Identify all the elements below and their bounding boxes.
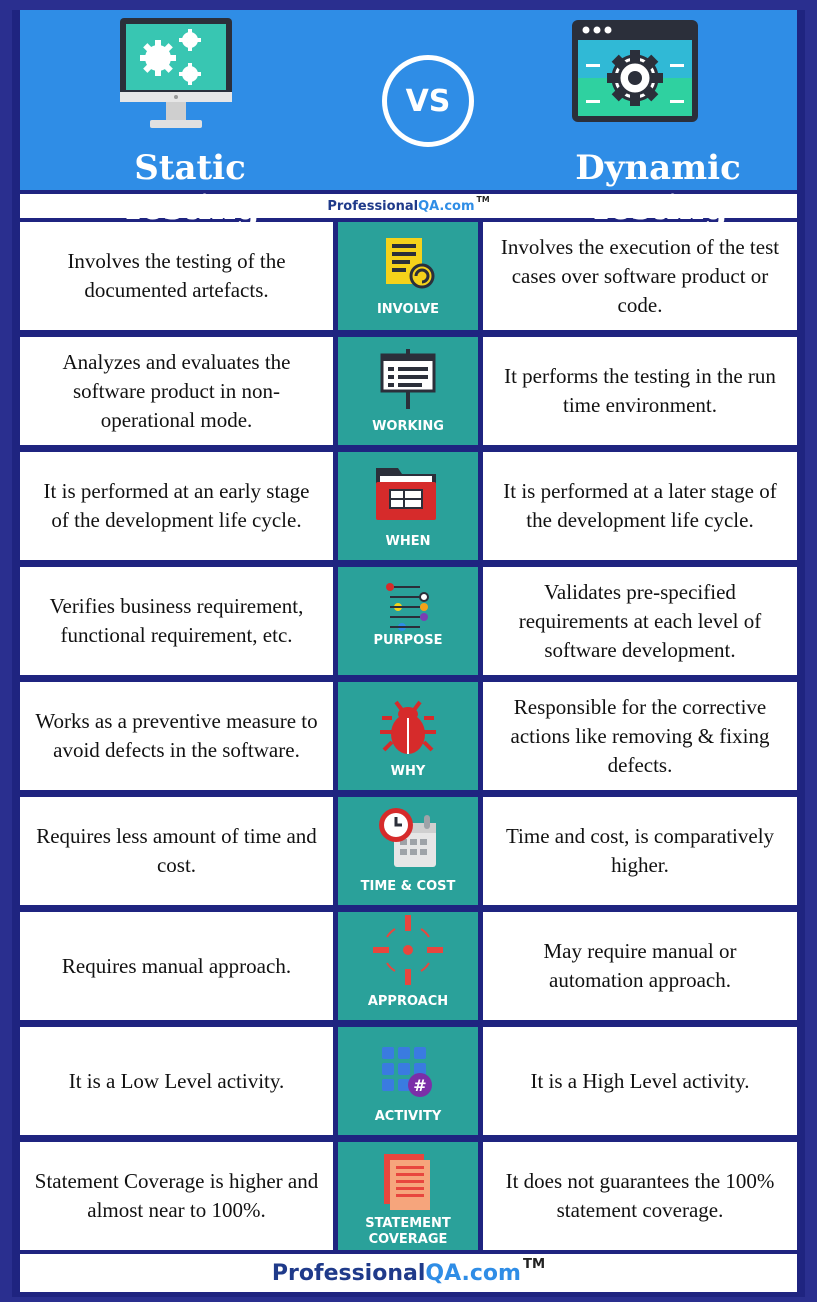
clock-calendar-icon (379, 808, 436, 867)
presentation-board-icon (380, 349, 436, 409)
criteria-label: ACTIVITY (374, 1109, 442, 1124)
static-description: Involves the testing of the documented a… (20, 222, 333, 330)
comparison-row-statement-coverage: Statement Coverage is higher and almost … (20, 1142, 797, 1250)
brand-name-part1: Professional (327, 198, 419, 214)
static-description: It is a Low Level activity. (20, 1027, 333, 1135)
criteria-cell: WHY (338, 682, 478, 790)
criteria-label-line1: STATEMENT (365, 1216, 451, 1231)
dynamic-description: Involves the execution of the test cases… (483, 222, 797, 330)
criteria-cell: STATEMENT COVERAGE (338, 1142, 478, 1250)
comparison-row-time-cost: Requires less amount of time and cost. T… (20, 797, 797, 905)
dynamic-description: It does not guarantees the 100% statemen… (483, 1142, 797, 1250)
brand-name-part1: Professional (271, 1260, 426, 1286)
bug-icon (380, 700, 436, 754)
criteria-cell: INVOLVE (338, 222, 478, 330)
vs-badge: VS (382, 55, 474, 147)
criteria-cell: # ACTIVITY (338, 1027, 478, 1135)
header-banner: VS Static Testing Dynamic Testing (20, 10, 797, 228)
criteria-label: WHY (390, 764, 426, 779)
criteria-cell: WORKING (338, 337, 478, 445)
report-icon (384, 1154, 430, 1210)
static-description: Analyzes and evaluates the software prod… (20, 337, 333, 445)
criteria-label: APPROACH (367, 994, 449, 1009)
dynamic-description: It performs the testing in the run time … (483, 337, 797, 445)
dynamic-description: It is a High Level activity. (483, 1027, 797, 1135)
document-refresh-icon (386, 238, 435, 289)
dynamic-description: Responsible for the corrective actions l… (483, 682, 797, 790)
brand-tm: TM (476, 194, 490, 204)
dynamic-description: May require manual or automation approac… (483, 912, 797, 1020)
brand-tm: TM (522, 1256, 546, 1272)
dynamic-description: Time and cost, is comparatively higher. (483, 797, 797, 905)
monitor-gears-icon (120, 18, 232, 128)
static-description: Statement Coverage is higher and almost … (20, 1142, 333, 1250)
criteria-cell: APPROACH (338, 912, 478, 1020)
comparison-row-approach: Requires manual approach. APPROACH May r… (20, 912, 797, 1020)
comparison-row-activity: It is a Low Level activity. # ACTIVITY I… (20, 1027, 797, 1135)
comparison-row-involve: Involves the testing of the documented a… (20, 222, 797, 330)
comparison-row-purpose: Verifies business requirement, functiona… (20, 567, 797, 675)
criteria-label-line2: COVERAGE (368, 1232, 448, 1247)
criteria-cell: TIME & COST (338, 797, 478, 905)
static-description: Works as a preventive measure to avoid d… (20, 682, 333, 790)
brand-name-part2: QA.com (425, 1260, 521, 1286)
grid-hashtag-icon: # (382, 1047, 432, 1097)
comparison-row-why: Works as a preventive measure to avoid d… (20, 682, 797, 790)
criteria-cell: PURPOSE (338, 567, 478, 675)
browser-gear-icon (572, 20, 698, 122)
criteria-label: WHEN (385, 534, 431, 549)
flow-list-icon (386, 583, 429, 631)
criteria-label: INVOLVE (376, 302, 440, 317)
criteria-label: TIME & COST (360, 879, 456, 894)
crosshair-icon (373, 915, 443, 985)
comparison-row-when: It is performed at an early stage of the… (20, 452, 797, 560)
dynamic-description: It is performed at a later stage of the … (483, 452, 797, 560)
static-description: It is performed at an early stage of the… (20, 452, 333, 560)
folder-icon (376, 468, 436, 520)
dynamic-description: Validates pre-specified requirements at … (483, 567, 797, 675)
static-description: Requires less amount of time and cost. (20, 797, 333, 905)
brand-name-part2: QA.com (418, 198, 475, 214)
static-description: Requires manual approach. (20, 912, 333, 1020)
criteria-label: WORKING (372, 419, 444, 434)
svg-text:#: # (413, 1076, 426, 1095)
criteria-label: PURPOSE (373, 633, 443, 648)
criteria-cell: WHEN (338, 452, 478, 560)
static-description: Verifies business requirement, functiona… (20, 567, 333, 675)
comparison-row-working: Analyzes and evaluates the software prod… (20, 337, 797, 445)
